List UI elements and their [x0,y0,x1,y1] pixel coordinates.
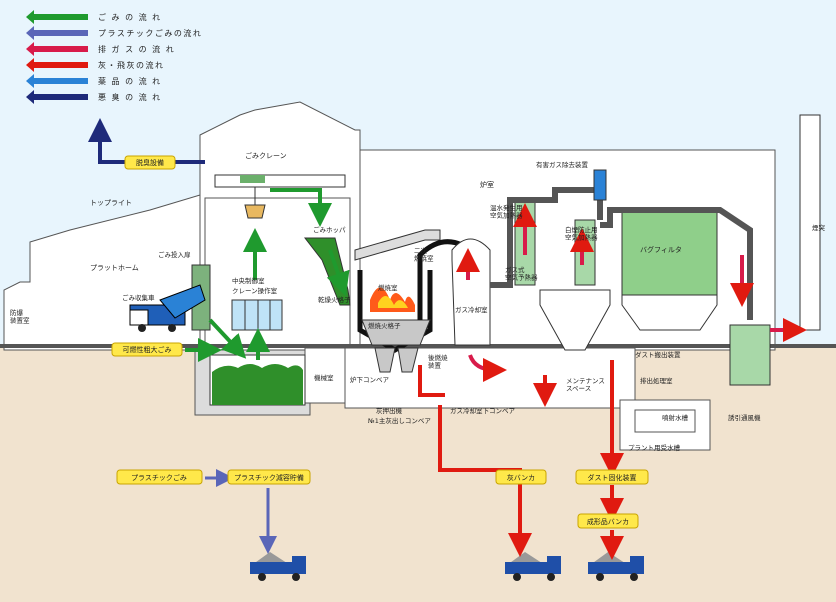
label-inlet-door: ごみ投入扉 [158,250,191,259]
label-harmful-gas: 有害ガス除去装置 [536,160,589,169]
induced-fan [729,324,771,386]
label-furnace-conveyor: 炉下コンベア [350,375,390,384]
control-room-window [231,299,283,331]
box-plastic-waste: プラスチックごみ [116,469,203,485]
box-label: プラスチック減容貯備 [234,473,304,482]
legend-item-chemical: 薬 品 の 流 れ [26,74,162,88]
box-label: 可燃性粗大ごみ [123,345,172,354]
label-central-control: 中央制御室 [232,276,265,285]
label-toplight: トップライト [90,199,132,207]
label-gas-air-preheater: ガス式空気予熱器 [505,265,538,281]
box-dust-solidifier: ダスト固化装置 [575,469,649,485]
box-plastic-compactor: プラスチック減容貯備 [227,469,311,485]
label-hot-water-heater: 温水発生用空気加熱器 [490,203,523,219]
legend-item-garbage: ご み の 流 れ [26,10,162,24]
garbage-flow [185,188,350,362]
label-collection-truck: ごみ収集車 [122,293,155,302]
floor-slab [0,344,836,348]
box-deodorizer: 脱臭設備 [124,155,176,170]
box-label: 灰バンカ [507,473,535,482]
plastic-flow [205,469,277,554]
label-burn-grate: 燃焼火格子 [368,321,401,330]
legend-label: 悪 臭 の 流 れ [98,92,162,102]
truck-ash-icon [505,552,561,581]
label-platform: プラットホーム [90,264,139,272]
label-induced-fan: 誘引通風機 [728,413,761,422]
legend-label: 灰・飛灰の流れ [98,60,165,70]
exhaust-flow [456,203,807,382]
box-label: 成形品バンカ [587,517,629,526]
box-product-bunker: 成形品バンカ [577,513,639,529]
bag-filter [621,209,718,331]
box-label: プラスチックごみ [131,473,187,482]
furnace [354,229,441,373]
label-exhaust-treatment: 排出処理室 [640,376,673,385]
legend-item-plastic: プラスチックごみの流れ [26,26,202,40]
gas-cooling-chamber [451,238,491,346]
box-label: ダスト固化装置 [588,473,637,482]
truck-plastic-icon [250,552,306,581]
label-no1-conveyor: №1主灰出しコンベア [367,416,431,425]
label-crane: ごみクレーン [245,151,287,160]
label-dry-grate: 乾燥火格子 [318,295,351,304]
ash-flow [418,360,624,560]
gas-air-preheater [539,289,611,351]
box-bulky-waste: 可燃性粗大ごみ [111,342,183,357]
legend-item-ash: 灰・飛灰の流れ [26,58,165,72]
harmful-gas-device [593,169,607,201]
label-maintenance: メンテナンススペース [566,377,605,392]
label-spray-tank: 噴射水槽 [662,413,689,422]
label-gas-cooling: ガス冷却室 [455,305,488,314]
box-label: 脱臭設備 [136,158,164,167]
legend-label: 排 ガ ス の 流 れ [98,44,175,54]
legend-item-exhaust: 排 ガ ス の 流 れ [26,42,175,56]
label-furnace-room: 炉室 [480,180,494,189]
labels: トップライト プラットホーム ごみ投入扉 ごみ収集車 防爆装置室 ごみクレーン … [10,151,826,452]
label-bag-filter: バグフィルタ [640,245,682,254]
label-secondary-chamber: 二次燃焼室 [414,246,434,262]
label-crane-room: クレーン操作室 [232,286,278,295]
label-machine-room: 機械室 [314,373,334,382]
legend: ご み の 流 れ プラスチックごみの流れ 排 ガ ス の 流 れ 灰・飛灰の流… [26,10,202,104]
garbage-pit [209,354,306,406]
label-post-burn: 後燃焼装置 [428,353,448,369]
chimney [799,114,821,331]
label-combustion-chamber: 燃焼室 [378,283,398,292]
legend-item-odor: 悪 臭 の 流 れ [26,90,162,104]
legend-label: 薬 品 の 流 れ [98,76,162,86]
label-cooling-conveyor: ガス冷却室下コンベア [450,406,516,415]
label-anti-explosion: 防爆装置室 [10,308,30,324]
collection-truck-icon [129,284,206,332]
label-plant-tank: プラント用受水槽 [628,443,681,452]
legend-label: プラスチックごみの流れ [98,28,202,38]
label-chimney: 煙突 [812,223,826,232]
label-ash-pusher: 灰押出機 [376,406,403,415]
label-white-smoke-heater: 白煙防止用空気加熱器 [565,225,598,241]
legend-label: ご み の 流 れ [98,12,162,22]
label-hopper: ごみホッパ [313,225,346,234]
crane [214,174,346,219]
label-dust-discharge: ダスト搬出装置 [635,350,681,359]
box-ash-bunker: 灰バンカ [495,469,547,485]
